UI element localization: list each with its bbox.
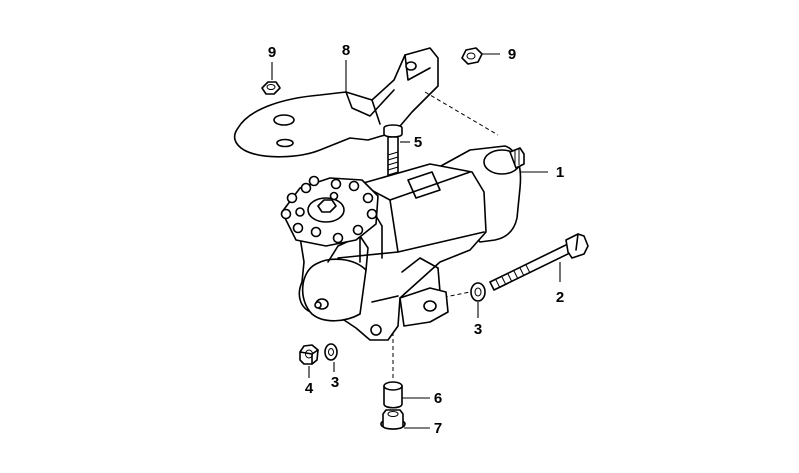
nut-bottom (299, 344, 319, 365)
mounting-bracket (233, 47, 439, 158)
steering-gear-housing (280, 145, 525, 341)
callout-2: 2 (556, 289, 564, 306)
callout-7: 7 (434, 420, 442, 437)
washer-right (470, 282, 486, 302)
callout-9-left: 9 (268, 44, 276, 61)
callout-9-right: 9 (508, 46, 516, 63)
washer-bottom (324, 343, 338, 361)
callout-6: 6 (434, 390, 442, 407)
callout-5: 5 (414, 134, 422, 151)
alignment-line-upper (424, 91, 499, 136)
bolt-vertical (383, 124, 403, 179)
nut-left (261, 81, 281, 95)
rubber-bushing (383, 381, 403, 409)
cover-bolts (280, 175, 378, 244)
callout-3-right: 3 (474, 321, 482, 338)
callout-8: 8 (342, 42, 350, 59)
flange-nut (380, 409, 406, 430)
callout-3-bottom: 3 (331, 374, 339, 391)
callout-1: 1 (556, 164, 564, 181)
long-through-bolt (489, 233, 589, 291)
callout-4: 4 (305, 380, 314, 397)
nut-right (461, 47, 483, 65)
